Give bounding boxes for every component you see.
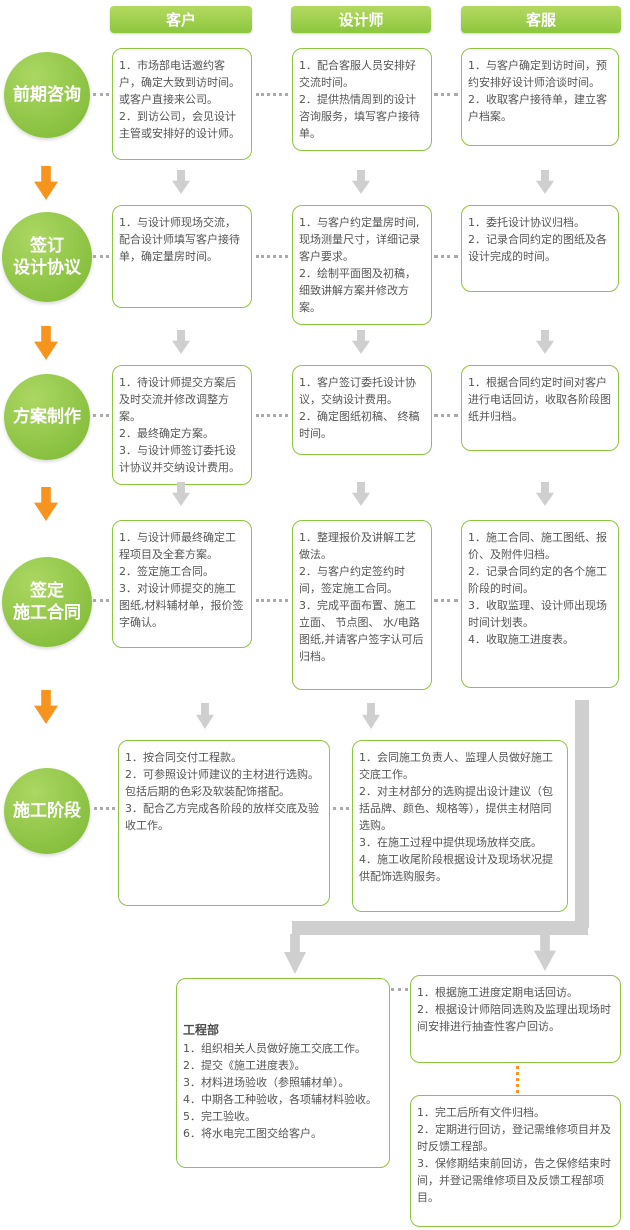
flow-down-arrow-icon <box>172 330 190 354</box>
flow-down-arrow-icon <box>172 170 190 194</box>
engineering-dept-title: 工程部 <box>183 1023 220 1038</box>
stage-circle-initial-consult: 前期咨询 <box>4 52 90 138</box>
stage-down-arrow-icon <box>34 690 58 724</box>
dotted-link <box>434 599 458 602</box>
box-engineering-dept: 工程部 1．组织相关人员做好施工交底工作。 2．提交《施工进度表》。 3．材料进场… <box>176 978 390 1169</box>
connector-horizontal-bar <box>292 921 588 935</box>
box-agreement-designer: 1．与客户约定量房时间,现场测量尺寸，详细记录客户要求。 2．绘制平面图及初稿，… <box>292 205 432 326</box>
dotted-link <box>333 807 349 810</box>
box-consult-service: 1．与客户确定到访时间，预约安排好设计师洽谈时间。 2．收取客户接待单，建立客户… <box>461 48 619 146</box>
dotted-link <box>93 414 109 417</box>
engineering-dept-body: 1．组织相关人员做好施工交底工作。 2．提交《施工进度表》。 3．材料进场验收（… <box>183 1041 377 1140</box>
flow-down-arrow-icon <box>172 482 190 506</box>
column-header-customer: 客户 <box>110 6 252 33</box>
box-contract-customer: 1．与设计师最终确定工程项目及全套方案。 2．签定施工合同。 3．对设计师提交的… <box>112 520 252 648</box>
dotted-link <box>256 93 288 96</box>
stage-circle-construction-contract: 签定 施工合同 <box>2 557 92 647</box>
flow-down-arrow-icon <box>284 934 306 974</box>
box-proposal-service: 1．根据合同约定时间对客户进行电话回访，收取各阶段图纸并归档。 <box>461 365 619 451</box>
flow-down-arrow-icon <box>362 703 380 729</box>
box-archive-warranty: 1．完工后所有文件归档。 2．定期进行回访，登记需维修项目并及时反馈工程部。 3… <box>410 1095 621 1227</box>
dotted-link-vertical <box>516 1066 519 1093</box>
dotted-link <box>256 414 288 417</box>
box-agreement-service: 1．委托设计协议归档。 2．记录合同约定的图纸及各设计完成的时间。 <box>461 205 619 292</box>
box-contract-service: 1．施工合同、施工图纸、报价、及附件归档。 2．记录合同约定的各个施工阶段的时间… <box>461 520 619 688</box>
dotted-link <box>93 255 109 258</box>
dotted-link <box>391 988 408 991</box>
stage-circle-construction-phase: 施工阶段 <box>4 768 90 854</box>
stage-circle-proposal: 方案制作 <box>4 374 90 460</box>
stage-down-arrow-icon <box>34 326 58 360</box>
box-followup-visits: 1．根据施工进度定期电话回访。 2．根据设计师陪同选购及监理出现场时间安排进行抽… <box>410 975 621 1063</box>
flow-down-arrow-icon <box>536 170 554 194</box>
dotted-link <box>93 599 109 602</box>
flow-down-arrow-icon <box>352 330 370 354</box>
dotted-link <box>94 807 115 810</box>
box-construction-customer: 1．按合同交付工程款。 2．可参照设计师建议的主材进行选购。包括后期的色彩及软装… <box>118 740 330 906</box>
column-header-service: 客服 <box>461 6 621 33</box>
box-contract-designer: 1．整理报价及讲解工艺做法。 2．与客户约定签约时间，签定施工合同。 3．完成平… <box>292 520 432 690</box>
box-proposal-designer: 1．客户签订委托设计协议，交纳设计费用。 2．确定图纸初稿、 终稿时间。 <box>292 365 432 455</box>
dotted-link <box>93 93 109 96</box>
dotted-link <box>256 255 288 258</box>
box-consult-designer: 1．配合客服人员安排好交流时间。 2．提供热情周到的设计咨询服务，填写客户接待单… <box>292 48 432 152</box>
flow-down-arrow-icon <box>536 482 554 506</box>
stage-down-arrow-icon <box>34 487 58 521</box>
dotted-link <box>434 255 458 258</box>
flow-down-arrow-icon <box>352 170 370 194</box>
flow-down-arrow-icon <box>534 934 556 971</box>
dotted-link <box>434 414 458 417</box>
dotted-link <box>256 599 288 602</box>
stage-down-arrow-icon <box>34 166 58 200</box>
connector-vertical-bar <box>575 700 589 928</box>
flow-down-arrow-icon <box>196 703 214 729</box>
box-construction-designer-service: 1．会同施工负责人、监理人员做好施工交底工作。 2．对主材部分的选购提出设计建议… <box>352 740 568 912</box>
column-header-designer: 设计师 <box>291 6 431 33</box>
stage-circle-design-agreement: 签订 设计协议 <box>2 212 92 302</box>
flow-down-arrow-icon <box>352 482 370 506</box>
dotted-link <box>434 93 458 96</box>
box-agreement-customer: 1．与设计师现场交流，配合设计师填写客户接待单，确定量房时间。 <box>112 205 252 308</box>
box-consult-customer: 1．市场部电话邀约客户，确定大致到访时间。或客户直接来公司。 2．到访公司，会见… <box>112 48 252 160</box>
flow-down-arrow-icon <box>536 330 554 354</box>
box-proposal-customer: 1．待设计师提交方案后及时交流并修改调整方案。 2．最终确定方案。 3．与设计师… <box>112 365 252 486</box>
